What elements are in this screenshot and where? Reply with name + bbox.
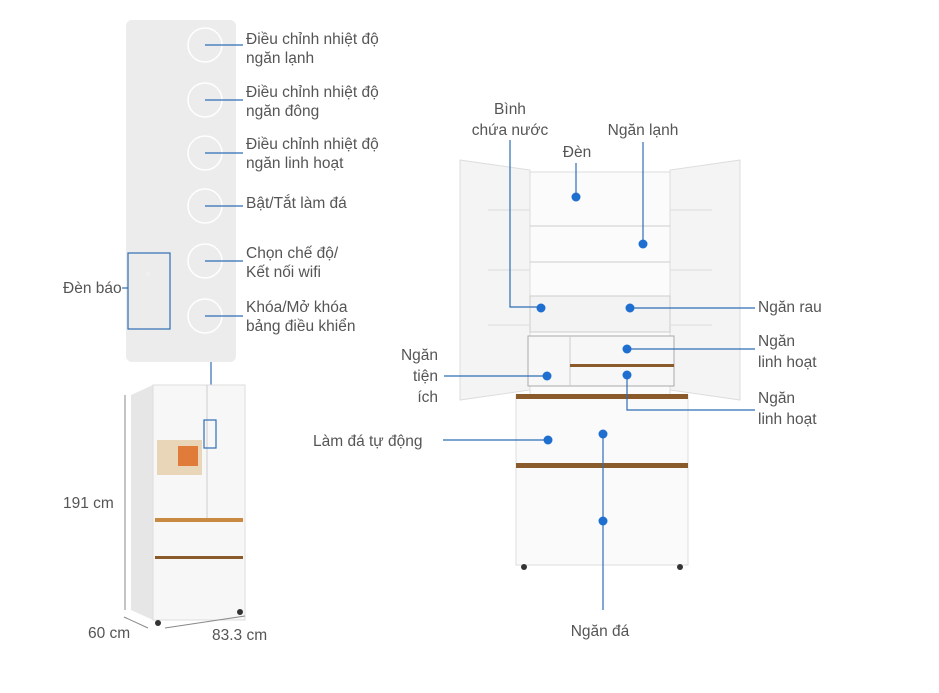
indicator-label: Đèn báo bbox=[63, 280, 122, 297]
depth-dimension: 60 cm bbox=[88, 625, 130, 642]
label-fridge: Ngăn lạnh bbox=[608, 122, 679, 139]
fridge-thumbnail bbox=[123, 384, 246, 629]
height-dimension: 191 cm bbox=[63, 495, 114, 512]
markers bbox=[536, 192, 648, 526]
label-ice-maker: Làm đá tự động bbox=[313, 433, 422, 450]
indicator-box bbox=[127, 252, 171, 330]
leader-lines bbox=[443, 140, 755, 610]
label-light: Đèn bbox=[563, 144, 591, 161]
button-label: Chọn chế độ/Kết nối wifi bbox=[246, 245, 339, 281]
label-freezer: Ngăn đá bbox=[571, 623, 630, 640]
svg-text:◇: ◇ bbox=[146, 271, 150, 277]
fridge-open bbox=[459, 159, 741, 570]
width-dimension: 83.3 cm bbox=[212, 627, 267, 644]
label-vegetable: Ngăn rau bbox=[758, 299, 822, 316]
button-label: Bật/Tắt làm đá bbox=[246, 195, 347, 212]
control-panel: ◇ bbox=[122, 20, 243, 420]
